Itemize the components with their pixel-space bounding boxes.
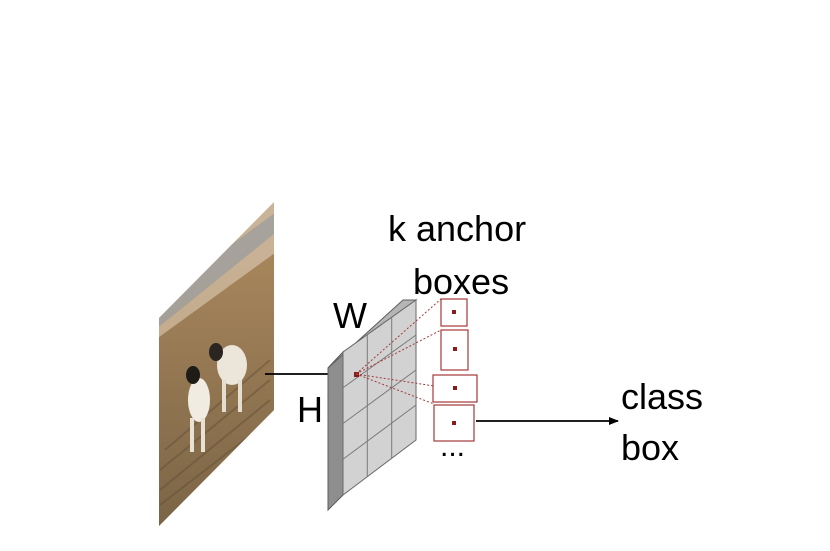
- ellipsis-label: ...: [440, 430, 466, 463]
- anchor-label-line2: boxes: [413, 261, 510, 302]
- output-label-box: box: [621, 427, 680, 468]
- height-label: H: [297, 389, 323, 430]
- input-image: [159, 202, 274, 526]
- feature-map-side: [327, 350, 344, 512]
- output-label: class box: [621, 371, 703, 473]
- feature-map-grid: [342, 317, 417, 477]
- feature-map: [327, 299, 418, 512]
- output-label-class: class: [621, 376, 704, 417]
- anchor-boxes-label: k anchor boxes: [388, 202, 548, 308]
- anchor-connectors: [355, 298, 442, 405]
- lamb-icon: [186, 366, 210, 452]
- anchor-label-line1: k anchor: [388, 208, 527, 249]
- anchor-boxes: [432, 298, 478, 442]
- lamb-icon: [209, 343, 247, 412]
- anchor-box-centers: [452, 310, 457, 425]
- width-label: W: [333, 295, 367, 336]
